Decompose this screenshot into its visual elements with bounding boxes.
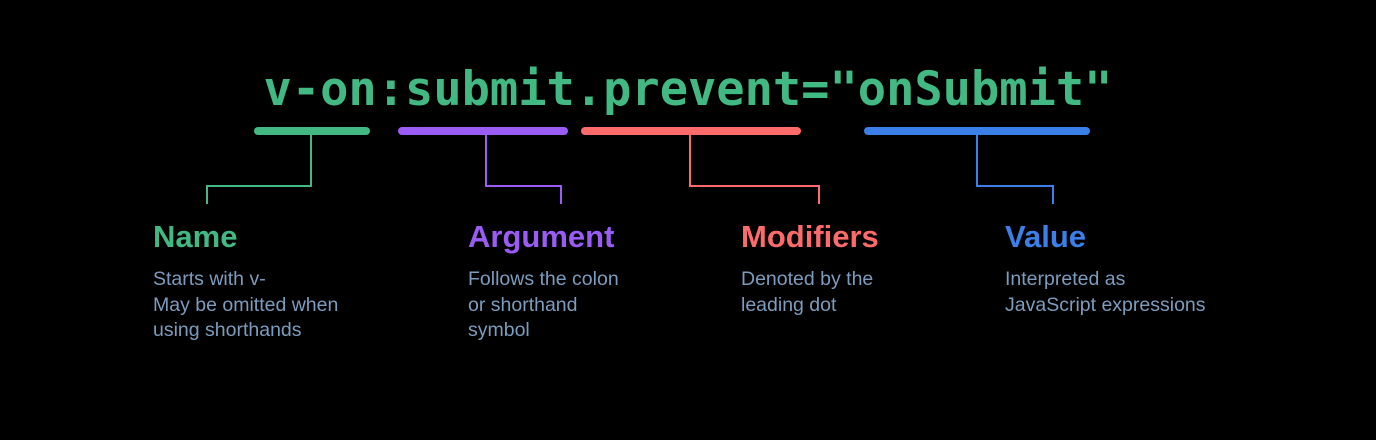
label-title-value: Value <box>1005 219 1086 254</box>
label-desc-argument: Follows the colon or shorthand symbol <box>468 268 619 341</box>
elbow-name <box>206 135 312 204</box>
elbow-modifiers <box>689 135 820 204</box>
label-title-modifiers: Modifiers <box>741 219 879 254</box>
directive-code-line: v-on:submit.prevent="onSubmit" <box>263 62 1113 117</box>
underline-bar-argument <box>398 127 568 135</box>
connector-name <box>206 127 370 204</box>
label-block-value: Value Interpreted as JavaScript expressi… <box>1005 218 1206 318</box>
elbow-argument <box>485 135 562 204</box>
connector-value <box>864 127 1090 204</box>
underline-bar-name <box>254 127 370 135</box>
label-desc-value: Interpreted as JavaScript expressions <box>1005 268 1206 316</box>
label-desc-modifiers: Denoted by the leading dot <box>741 268 874 316</box>
underline-bar-modifiers <box>581 127 801 135</box>
label-block-modifiers: Modifiers Denoted by the leading dot <box>741 218 879 318</box>
label-block-argument: Argument Follows the colon or shorthand … <box>468 218 619 344</box>
label-title-argument: Argument <box>468 219 615 254</box>
connector-argument <box>398 127 568 204</box>
label-desc-name: Starts with v- May be omitted when using… <box>153 268 339 341</box>
elbow-value <box>976 135 1054 204</box>
label-block-name: Name Starts with v- May be omitted when … <box>153 218 338 344</box>
connector-modifiers <box>581 127 820 204</box>
underline-bar-value <box>864 127 1090 135</box>
label-title-name: Name <box>153 219 238 254</box>
